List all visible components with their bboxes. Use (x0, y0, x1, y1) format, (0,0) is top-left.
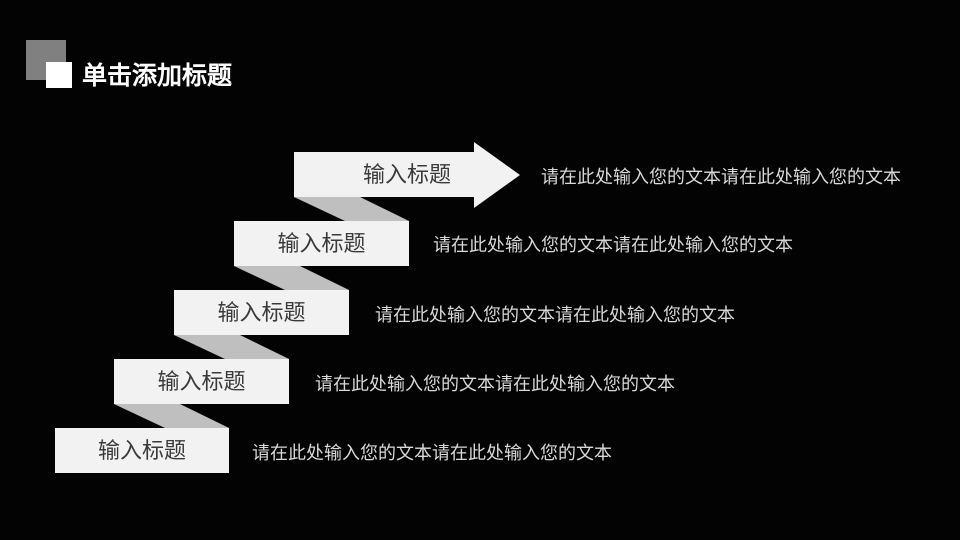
step-desc-5[interactable]: 请在此处输入您的文本请在此处输入您的文本 (252, 443, 612, 463)
step-connector-3 (174, 335, 289, 359)
step-label-3[interactable]: 输入标题 (217, 300, 306, 325)
step-desc-1[interactable]: 请在此处输入您的文本请在此处输入您的文本 (541, 167, 901, 187)
step-box-3 (174, 290, 349, 335)
step-box-2 (234, 221, 409, 266)
step-label-4[interactable]: 输入标题 (157, 369, 246, 394)
title-square-front (46, 62, 72, 88)
step-label-2[interactable]: 输入标题 (277, 231, 366, 256)
step-box-5 (55, 428, 229, 473)
step-desc-3[interactable]: 请在此处输入您的文本请在此处输入您的文本 (375, 305, 735, 325)
step-label-5[interactable]: 输入标题 (97, 438, 186, 463)
step-connector-4 (114, 404, 229, 428)
step-label-1[interactable]: 输入标题 (362, 162, 451, 187)
step-connector-1 (294, 197, 409, 221)
step-box-4 (114, 359, 289, 404)
slide-title[interactable]: 单击添加标题 (82, 62, 233, 90)
step-desc-4[interactable]: 请在此处输入您的文本请在此处输入您的文本 (315, 374, 675, 394)
step-connector-2 (234, 266, 349, 290)
step-arrow-box-1 (294, 142, 520, 208)
step-desc-2[interactable]: 请在此处输入您的文本请在此处输入您的文本 (433, 235, 793, 255)
